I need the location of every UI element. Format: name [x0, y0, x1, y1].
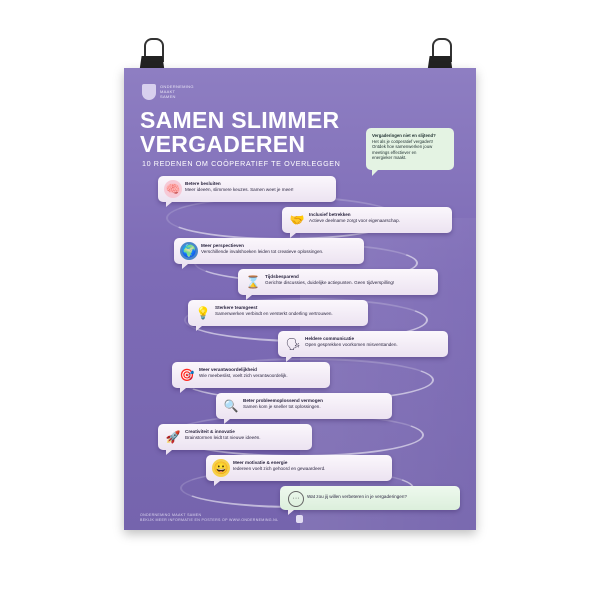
reason-description: Gerichte discussies, duidelijke actiepun… [265, 279, 395, 285]
reason-title: Inclusief betrekken [309, 212, 351, 217]
callout-line: Het als je coöperatief vergadert! [372, 138, 433, 144]
reason-bubble-5: 💡 Sterkere teamgeest Samenwerken verbind… [188, 300, 368, 331]
callout-line: Vergaderingen niet en slijtend? [372, 133, 436, 138]
reason-title: Heldere communicatie [305, 336, 355, 341]
poster-title: SAMEN SLIMMER VERGADEREN [140, 108, 339, 156]
reason-bubble-4: ⌛ Tijdsbesparend Gerichte discussies, du… [238, 269, 438, 300]
reason-bubble-2: 🤝 Inclusief betrekken Actieve deelname z… [282, 207, 452, 238]
reason-description: Iedereen voelt zich gehoord en gewaardee… [233, 465, 326, 471]
reason-bubble-10: 😀 Meer motivatie & energie Iedereen voel… [206, 455, 392, 486]
reason-bubble-8: 🔍 Beter probleemoplossend vermogen Samen… [216, 393, 392, 424]
intro-callout: Vergaderingen niet en slijtend? Het als … [366, 128, 454, 176]
poster-subtitle: 10 REDENEN OM COÖPERATIEF TE OVERLEGGEN [142, 159, 341, 168]
org-name-line: SAMEN [160, 94, 176, 99]
reason-title: Sterkere teamgeest [215, 305, 258, 310]
callout-line: meetings effectiever en [372, 149, 417, 155]
reason-title: Beter probleemoplossend vermogen [243, 398, 323, 403]
poster: ONDERNEMING MAAKT SAMEN SAMEN SLIMMER VE… [124, 68, 476, 530]
brain-icon: 🧠 [164, 180, 182, 198]
organization-logo: ONDERNEMING MAAKT SAMEN [142, 84, 194, 100]
reason-description: Brainstormen leidt tot nieuwe ideeën. [185, 434, 261, 440]
shield-logo-icon [142, 84, 156, 100]
speaking-head-icon: 🗣 [285, 337, 301, 351]
footer-line: ONDERNEMING MAAKT SAMEN [140, 513, 202, 517]
reason-description: Samen kom je sneller tot oplossingen. [243, 403, 321, 409]
org-name-line: ONDERNEMING [160, 84, 194, 89]
smiley-icon: 😀 [212, 459, 230, 477]
reason-bubble-6: 🗣 Heldere communicatie Open gesprekken v… [278, 331, 448, 362]
footer-logo-icon [296, 515, 303, 523]
reason-description: Verschillende invalshoeken leiden tot cr… [201, 248, 324, 254]
poster-footer: ONDERNEMING MAAKT SAMEN BEKIJK MEER INFO… [140, 513, 278, 523]
reason-description: Open gesprekken voorkomen misverstanden. [305, 341, 398, 347]
title-line-2: VERGADEREN [140, 131, 306, 157]
reason-bubble-1: 🧠 Betere besluiten Meer ideeën, slimmere… [158, 176, 336, 207]
reason-description: Wie meebeslist, voelt zich verantwoordel… [199, 372, 288, 378]
reason-title: Meer motivatie & energie [233, 460, 288, 465]
magnifier-icon: 🔍 [223, 399, 239, 413]
reason-title: Tijdsbesparend [265, 274, 299, 279]
reason-title: Meer perspectieven [201, 243, 244, 248]
question-text: Wat zou jij willen verbeteren in je verg… [307, 494, 407, 499]
handshake-icon: 🤝 [289, 213, 305, 227]
reason-title: Betere besluiten [185, 181, 221, 186]
reason-description: Actieve deelname zorgt voor eigenaarscha… [309, 217, 400, 223]
reason-bubble-7: 🎯 Meer verantwoordelijkheid Wie meebesli… [172, 362, 330, 393]
footer-line: BEKIJK MEER INFORMATIE EN POSTERS OP WWW… [140, 518, 279, 522]
reason-description: Samenwerken verbindt en versterkt onderl… [215, 310, 333, 316]
question-bubble: ··· Wat zou jij willen verbeteren in je … [280, 486, 460, 515]
callout-line: Ontdek hoe samenwerken jouw [372, 144, 433, 150]
reason-bubble-3: 🌍 Meer perspectieven Verschillende inval… [174, 238, 364, 269]
reason-description: Meer ideeën, slimmere keuzes. Samen weet… [185, 186, 294, 192]
reason-title: Meer verantwoordelijkheid [199, 367, 257, 372]
reason-title: Creativiteit & innovatie [185, 429, 235, 434]
ellipsis-icon: ··· [288, 491, 304, 507]
callout-line: energieker maakt. [372, 155, 407, 161]
globe-icon: 🌍 [180, 242, 198, 260]
rocket-icon: 🚀 [165, 430, 181, 444]
target-icon: 🎯 [179, 368, 195, 382]
org-name-line: MAAKT [160, 89, 176, 94]
title-line-1: SAMEN SLIMMER [140, 107, 340, 133]
hourglass-icon: ⌛ [245, 275, 261, 289]
reason-bubble-9: 🚀 Creativiteit & innovatie Brainstormen … [158, 424, 312, 455]
lightbulb-icon: 💡 [195, 306, 211, 320]
